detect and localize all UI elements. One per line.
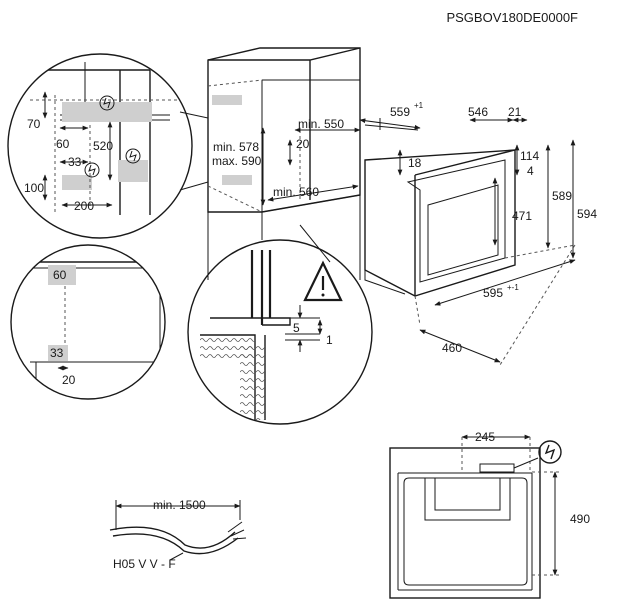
dim-5: 5 xyxy=(293,321,300,335)
wood-panel xyxy=(240,345,265,420)
dim-21: 21 xyxy=(508,105,522,119)
cabinet-niche: min. 550 min. 578 max. 590 20 min. 560 xyxy=(207,47,361,280)
dim-min-550: min. 550 xyxy=(298,117,344,131)
dim-70: 70 xyxy=(27,117,41,131)
dim-471: 471 xyxy=(512,209,532,223)
dim-1: 1 xyxy=(326,333,333,347)
dim-589: 589 xyxy=(552,189,572,203)
dim-20: 20 xyxy=(296,137,310,151)
dim-min-560: min. 560 xyxy=(273,185,319,199)
cable-type: H05 V V - F xyxy=(113,557,176,571)
dim-595-tol: +-1 xyxy=(507,283,519,292)
product-code: PSGBOV180DE0000F xyxy=(446,10,578,25)
connection-zone-33 xyxy=(48,345,68,361)
electrical-symbol-icon xyxy=(125,148,141,164)
dim-520: 520 xyxy=(93,139,113,153)
electrical-symbol-icon xyxy=(99,95,115,111)
dim-60b: 60 xyxy=(53,268,67,282)
detail-connector xyxy=(179,111,209,191)
detail-circle-top: 70 60 520 33 100 200 xyxy=(7,53,193,239)
dim-100: 100 xyxy=(24,181,44,195)
back-view: 245 490 xyxy=(389,430,590,599)
dim-559-tol: +1 xyxy=(414,101,424,110)
connection-zone-lower xyxy=(62,175,92,190)
detail-circle-mount: 5 1 xyxy=(187,239,373,425)
niche-connection-zone xyxy=(222,175,252,185)
dim-33b: 33 xyxy=(50,346,64,360)
oven-window xyxy=(427,184,499,276)
warning-icon xyxy=(303,260,343,302)
connection-zone-side xyxy=(118,160,148,182)
dim-114: 114 xyxy=(520,149,539,163)
dim-200: 200 xyxy=(74,199,94,213)
dim-490: 490 xyxy=(570,512,590,526)
dim-460: 460 xyxy=(442,341,462,355)
cable-drawing: min. 1500 H05 V V - F xyxy=(109,498,247,571)
oven-drawing: 559 +1 546 21 18 114 4 589 594 471 595 +… xyxy=(359,101,597,366)
connection-zone-60 xyxy=(48,265,76,285)
detail-connector xyxy=(299,224,331,263)
detail-circle-bottom: 60 33 20 xyxy=(10,244,166,400)
dim-33: 33 xyxy=(68,155,82,169)
dim-546: 546 xyxy=(468,105,488,119)
electrical-symbol-icon xyxy=(84,162,100,178)
electrical-symbol-icon xyxy=(538,440,562,464)
dim-18: 18 xyxy=(408,156,422,170)
dim-20b: 20 xyxy=(62,373,76,387)
dim-595: 595 xyxy=(483,286,503,300)
niche-connection-zone xyxy=(212,95,242,105)
dim-max-590: max. 590 xyxy=(212,154,262,168)
dim-245: 245 xyxy=(475,430,495,444)
dim-594: 594 xyxy=(577,207,597,221)
dim-559: 559 xyxy=(390,105,410,119)
dim-60: 60 xyxy=(56,137,70,151)
cable-length: min. 1500 xyxy=(153,498,206,512)
connection-zone-upper xyxy=(62,102,152,122)
dim-min-578: min. 578 xyxy=(213,140,259,154)
dim-4: 4 xyxy=(527,164,534,178)
